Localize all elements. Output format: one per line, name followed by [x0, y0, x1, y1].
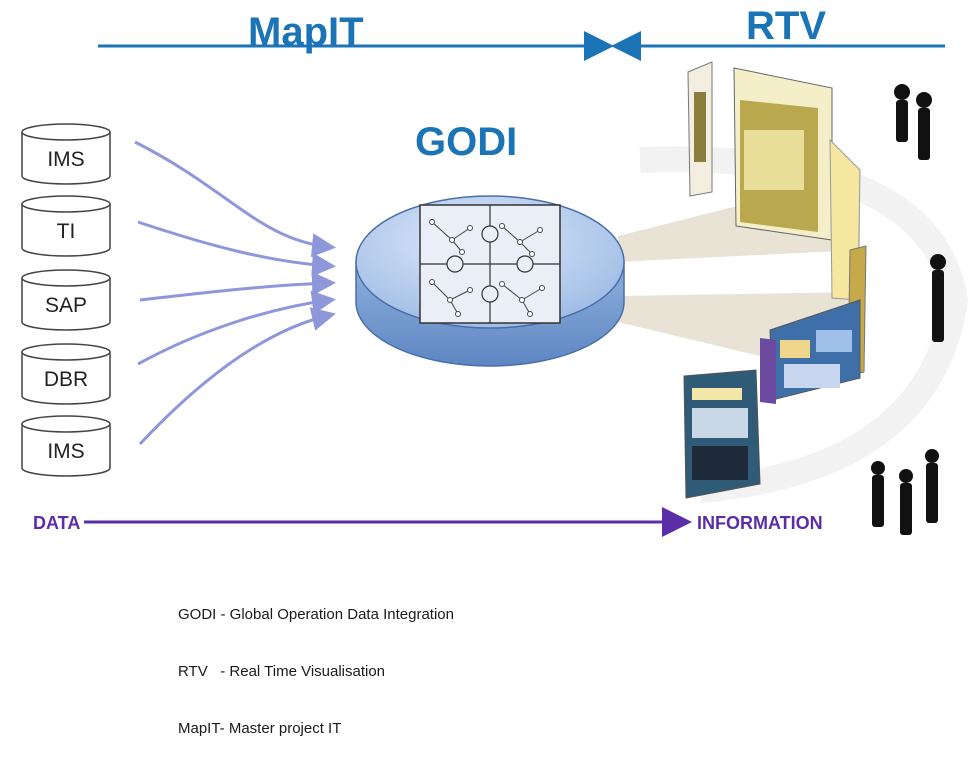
source-label: IMS — [47, 148, 85, 171]
mapit-title: MapIT — [248, 10, 364, 54]
source-database-ims: IMS — [20, 122, 112, 186]
database-icon — [21, 269, 111, 331]
rtv-title: RTV — [746, 4, 826, 48]
source-label: SAP — [44, 294, 88, 317]
acronym-legend: GODI - Global Operation Data Integration… — [178, 567, 454, 776]
database-icon — [21, 123, 111, 185]
source-label: TI — [56, 220, 76, 243]
database-icon — [21, 195, 111, 257]
godi-hub-disk — [355, 195, 625, 367]
database-icon — [21, 415, 111, 477]
data-label: DATA — [33, 513, 81, 533]
flow-curve-1 — [134, 140, 336, 258]
visualisation-screens — [683, 61, 867, 499]
people-icon-top — [894, 84, 932, 160]
people-icon-bottom — [871, 449, 939, 535]
information-label: INFORMATION — [697, 513, 823, 533]
source-database-ti: TI — [20, 194, 112, 258]
flow-curve-3 — [139, 271, 336, 302]
godi-title: GODI — [415, 120, 518, 164]
flow-curve-4 — [137, 290, 336, 366]
people-icon-middle — [930, 254, 946, 342]
flow-curve-2 — [137, 220, 336, 277]
source-database-dbr: DBR — [20, 342, 112, 406]
puzzle-icon — [419, 204, 561, 324]
source-label: DBR — [43, 368, 89, 391]
legend-item: MapIT- Master project IT — [178, 720, 342, 737]
legend-item: RTV - Real Time Visualisation — [178, 663, 386, 680]
source-label: IMS — [47, 440, 85, 463]
diagram-graphics — [84, 31, 969, 537]
source-database-sap: SAP — [20, 268, 112, 332]
legend-item: GODI - Global Operation Data Integration — [178, 606, 454, 623]
database-icon — [21, 343, 111, 405]
diagram-canvas: MapIT RTV GODI IMS TI SAP DBR — [20, 4, 969, 737]
flow-curve-5 — [138, 307, 336, 446]
source-database-ims-2: IMS — [20, 414, 112, 478]
